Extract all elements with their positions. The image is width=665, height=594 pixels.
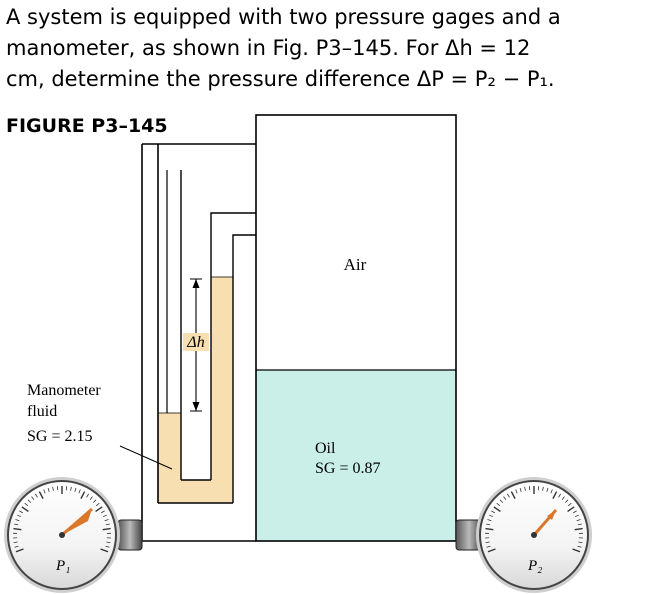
gage-tick [92, 499, 97, 503]
left-gage-ticks [13, 486, 111, 553]
gage-tick [15, 519, 20, 522]
u-tube-right-inner [210, 212, 256, 480]
right-gage-ticks [485, 486, 583, 553]
manometer-label-1: Manometer [27, 382, 101, 399]
figure-caption: FIGURE P3–145 [6, 115, 168, 137]
gage-tick [14, 545, 19, 548]
right-gage-label: P₂ [527, 558, 542, 574]
gage-tick [24, 502, 29, 507]
gage-tick [89, 496, 93, 501]
gage-tick [104, 519, 109, 522]
manometer-fluid [158, 277, 233, 503]
manometer-leader-line [119, 445, 173, 470]
gage-tick [52, 486, 54, 491]
gage-tick [489, 514, 494, 518]
gage-tick [38, 491, 44, 499]
left-gage-connector [117, 519, 143, 551]
gage-tick [487, 548, 496, 553]
gage-tick [14, 523, 19, 526]
gage-tick [102, 527, 111, 531]
left-gage-label: P₁ [55, 558, 70, 574]
gage-tick [493, 506, 501, 513]
gage-tick [496, 502, 501, 507]
problem-line-3: cm, determine the pressure difference ΔP… [6, 67, 555, 91]
gage-tick [100, 548, 109, 553]
gage-tick [552, 491, 558, 499]
gage-tick [567, 506, 575, 513]
gage-tick [43, 489, 46, 494]
gage-tick [47, 487, 50, 492]
gage-tick [561, 496, 565, 501]
gage-tick [74, 487, 77, 492]
delta-h-label-bg [183, 333, 209, 351]
gage-tick [486, 545, 491, 548]
gage-tick [13, 527, 22, 531]
gage-tick [17, 514, 22, 518]
left-pressure-gage: P₁ [4, 477, 143, 593]
gage-tick [95, 502, 100, 507]
oil-label: Oil [315, 440, 336, 457]
gage-tick [567, 502, 572, 507]
gage-tick [574, 514, 579, 518]
gage-tick [572, 510, 577, 514]
gage-tick [576, 519, 581, 522]
air-label: Air [344, 255, 367, 274]
gage-tick [100, 510, 105, 514]
gage-tick [510, 491, 516, 499]
gage-tick [550, 489, 553, 494]
gage-tick [106, 541, 111, 544]
problem-line-1: A system is equipped with two pressure g… [6, 5, 561, 29]
oil-region [256, 370, 456, 541]
gage-tick [19, 510, 24, 514]
gage-tick [577, 523, 582, 526]
gage-tick [105, 523, 110, 526]
delta-h-arrow-bottom [192, 402, 200, 411]
gage-tick [102, 514, 107, 518]
gage-tick [105, 545, 110, 548]
oil-sg-label: SG = 0.87 [315, 460, 380, 477]
manometer-sg-label: SG = 2.15 [27, 428, 92, 445]
u-tube-right-outer [232, 234, 256, 503]
gage-tick [70, 486, 72, 491]
gage-tick [78, 489, 81, 494]
gage-tick [491, 510, 496, 514]
gage-tick [506, 493, 510, 498]
gage-tick [578, 541, 583, 544]
gage-tick [572, 548, 581, 553]
gage-tick [15, 548, 24, 553]
gage-tick [31, 496, 35, 501]
gage-tick [515, 489, 518, 494]
gage-tick [487, 519, 492, 522]
gage-tick [485, 541, 490, 544]
gage-tick [27, 499, 32, 503]
manometer-label-2: fluid [27, 403, 57, 420]
gage-tick [95, 506, 103, 513]
problem-line-2: manometer, as shown in Fig. P3–145. For … [6, 36, 531, 60]
gage-tick [524, 486, 526, 491]
gage-tick [80, 491, 86, 499]
gage-tick [485, 527, 494, 531]
gage-tick [558, 493, 562, 498]
gage-tick [86, 493, 90, 498]
gage-tick [13, 541, 18, 544]
problem-statement: A system is equipped with two pressure g… [6, 2, 661, 95]
gage-tick [21, 506, 29, 513]
gage-tick [34, 493, 38, 498]
gage-tick [574, 527, 583, 531]
delta-h-label: Δh [186, 334, 204, 351]
gage-tick [542, 486, 544, 491]
gage-tick [519, 487, 522, 492]
gage-tick [577, 545, 582, 548]
gage-tick [564, 499, 569, 503]
gage-tick [486, 523, 491, 526]
gage-tick [546, 487, 549, 492]
right-pressure-gage: P₂ [455, 477, 592, 593]
gage-tick [503, 496, 507, 501]
delta-h-arrow-top [192, 279, 200, 288]
tank [255, 114, 457, 542]
gage-tick [499, 499, 504, 503]
